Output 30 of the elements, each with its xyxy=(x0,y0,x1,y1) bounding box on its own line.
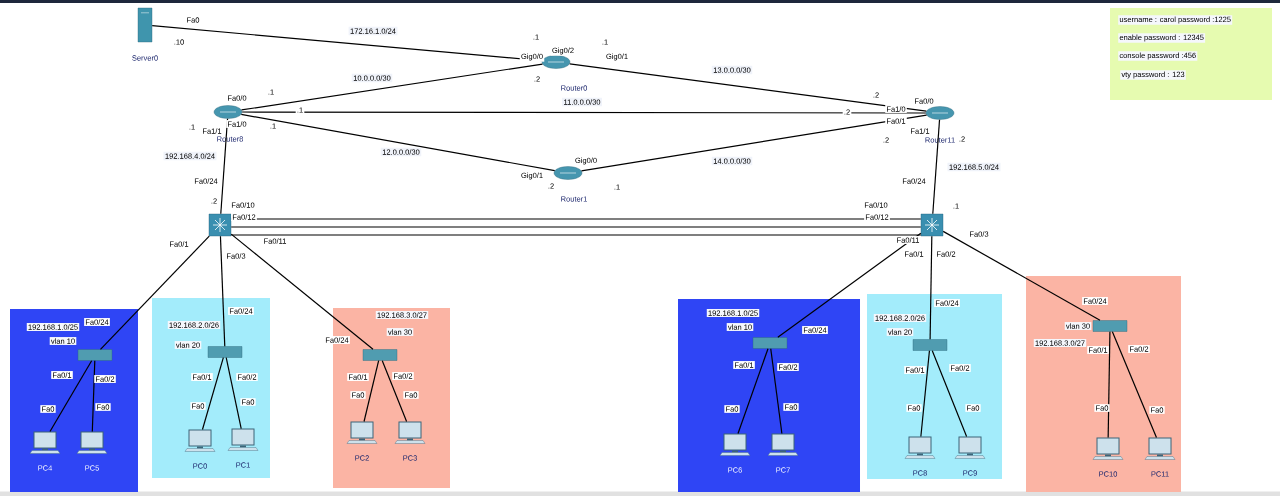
link-line xyxy=(240,63,544,111)
link-line xyxy=(241,111,927,114)
link-line xyxy=(230,226,922,228)
link-line xyxy=(230,234,922,236)
link-line xyxy=(220,118,229,215)
switch-icon xyxy=(1092,320,1128,332)
switch-icon xyxy=(77,349,113,361)
link-line xyxy=(225,357,242,430)
switch-icon xyxy=(362,349,398,361)
switch-icon xyxy=(207,346,243,358)
link-line xyxy=(240,113,556,172)
multilayer-switch-icon xyxy=(920,213,944,237)
link-line xyxy=(230,233,374,350)
link-line xyxy=(580,114,928,172)
link-line xyxy=(777,232,922,338)
link-line xyxy=(737,348,769,435)
link-line xyxy=(932,119,941,215)
link-line xyxy=(363,360,380,423)
switch-icon xyxy=(752,337,788,349)
link-line xyxy=(770,348,783,435)
link-line xyxy=(1107,331,1111,439)
switch-icon xyxy=(912,339,948,351)
link-line xyxy=(99,235,210,350)
link-line xyxy=(929,235,933,340)
link-line xyxy=(91,360,96,433)
link-line xyxy=(569,63,927,112)
link-line xyxy=(219,235,226,347)
link-line xyxy=(942,230,1101,321)
link-line xyxy=(920,350,931,438)
multilayer-switch-icon xyxy=(208,213,232,237)
